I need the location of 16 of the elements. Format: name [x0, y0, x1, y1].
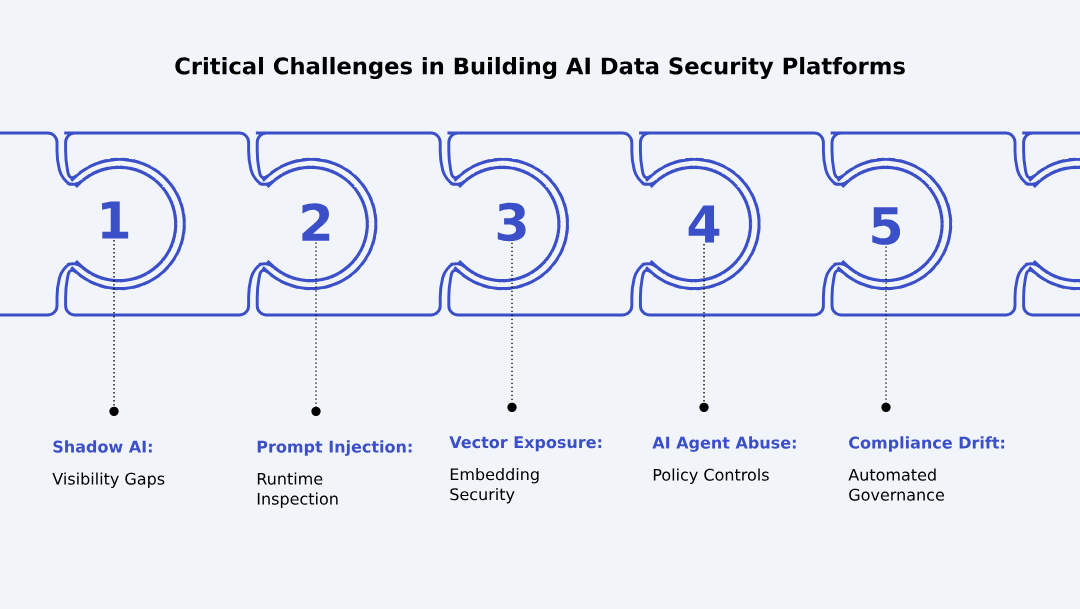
leader-line [699, 243, 709, 412]
leader-line [311, 241, 321, 416]
leader-line [109, 239, 119, 416]
step-number: 3 [497, 202, 526, 242]
challenge-label: Shadow AI: Visibility Gaps [52, 440, 165, 488]
challenge-label: AI Agent Abuse: Policy Controls [652, 436, 796, 484]
leader-line [507, 242, 517, 412]
title: Critical Challenges in Building AI Data Security Platforms [175, 56, 905, 80]
step-number: 5 [872, 207, 901, 245]
challenge-label: Prompt Injection: Runtime Inspection [257, 440, 412, 508]
challenge-label: Compliance Drift: Automated Governance [848, 436, 1005, 501]
step-number: 2 [302, 203, 330, 241]
step-number: 1 [102, 201, 129, 239]
step-number: 4 [688, 205, 720, 243]
leader-line [881, 245, 891, 412]
challenge-label: Vector Exposure: Embedding Security [449, 436, 602, 504]
